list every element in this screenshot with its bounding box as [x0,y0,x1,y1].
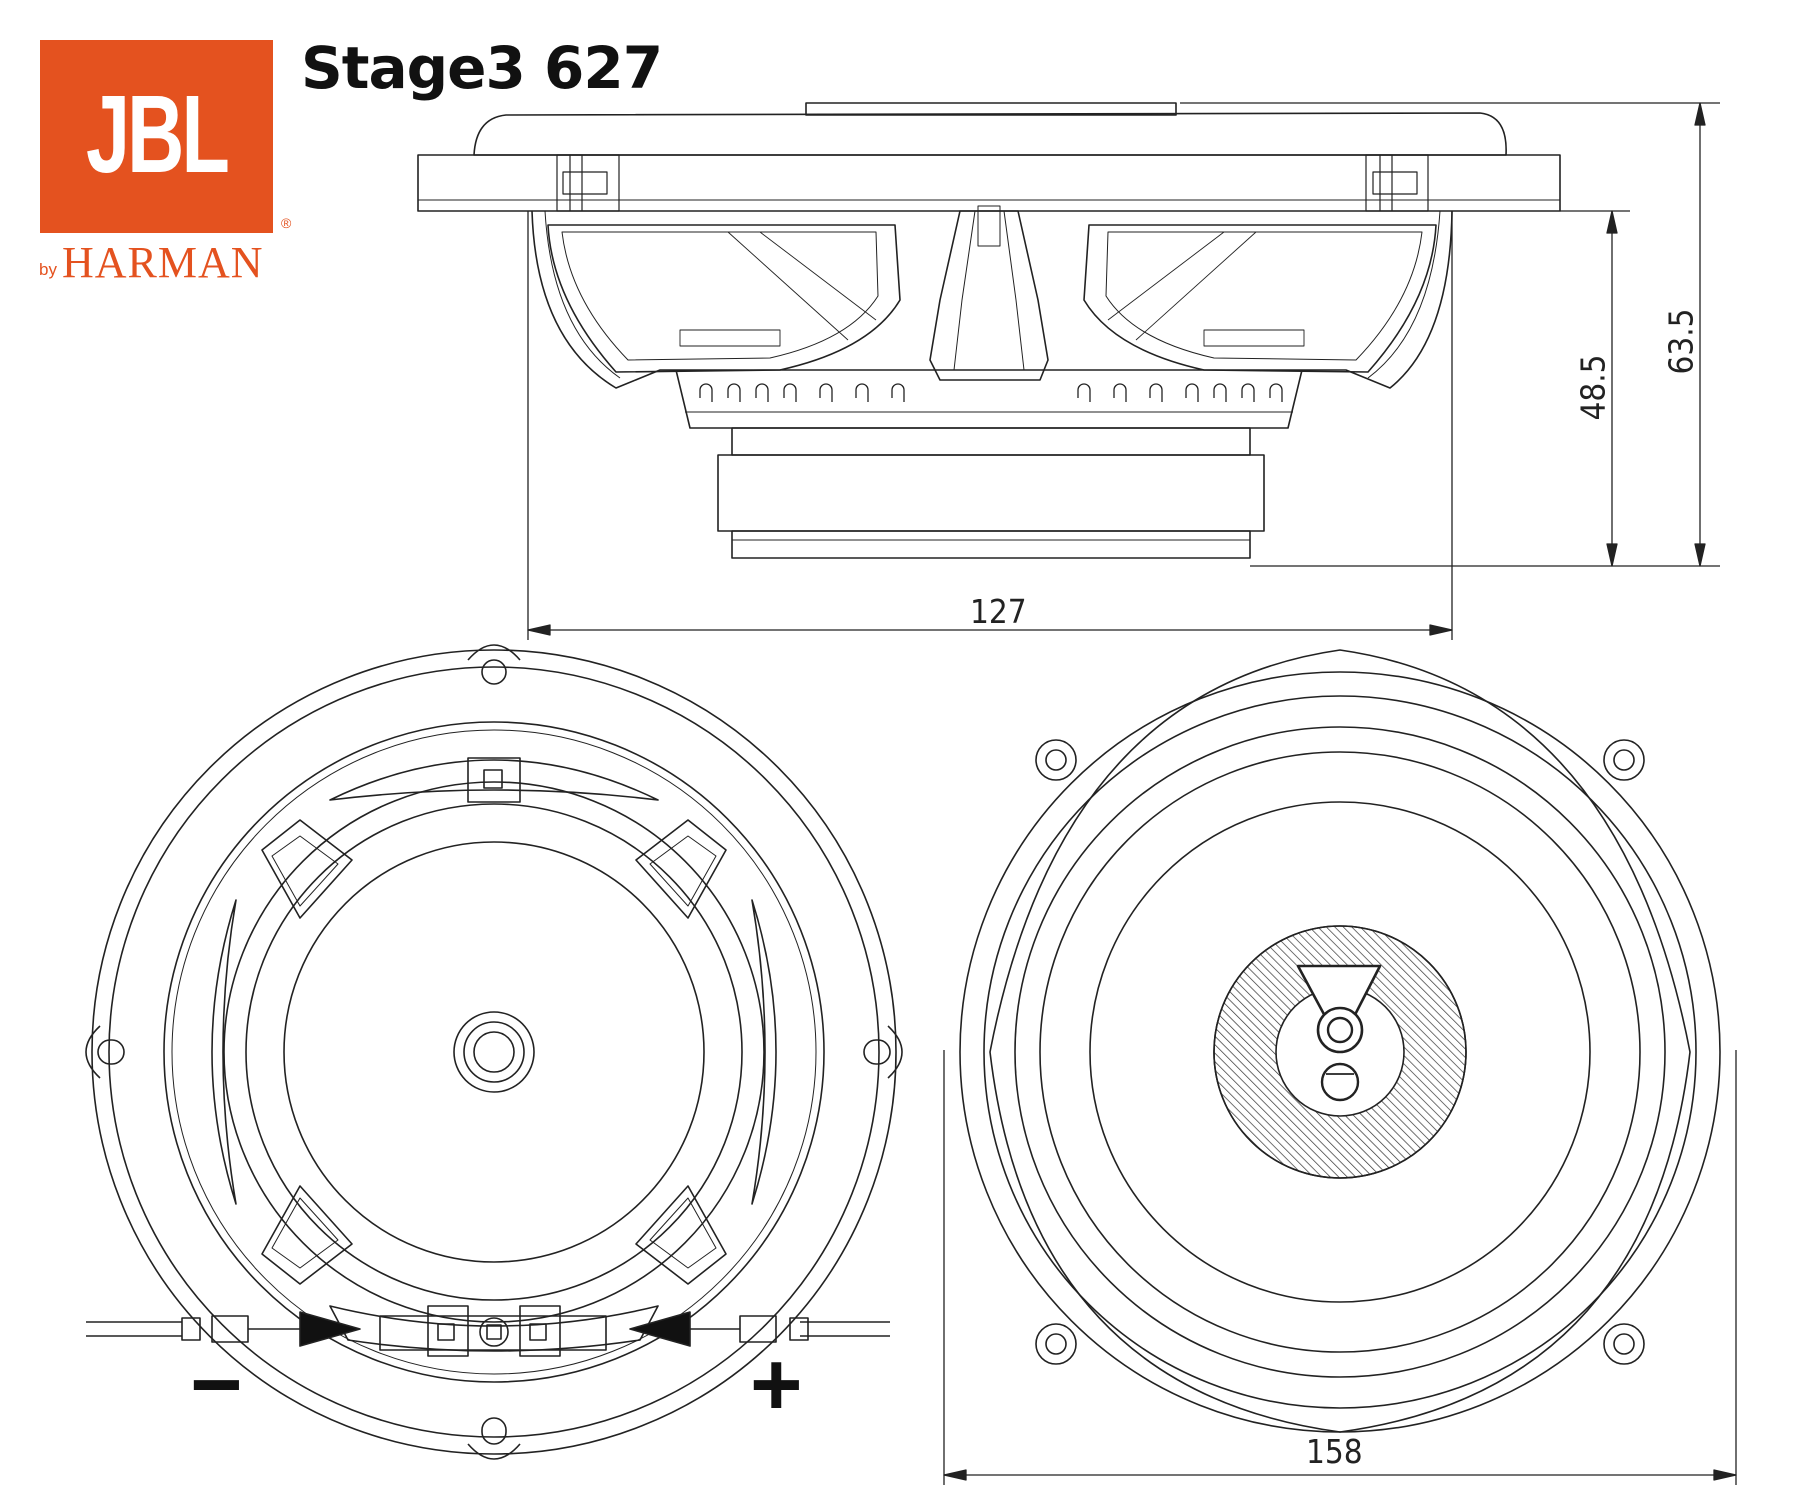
dimension-lines [527,102,1737,1485]
front-view [959,649,1721,1433]
jbl-logo: JBL [40,40,273,233]
rear-view [85,644,903,1460]
dimension-label-width: 127 [970,592,1027,631]
product-title: Stage3 627 [301,34,663,102]
negative-terminal-sign: − [190,1335,243,1435]
jbl-logo-text: JBL [86,73,230,196]
dimension-label-height: 63.5 [1661,308,1701,375]
side-profile-view [417,102,1561,559]
registered-mark: ® [281,215,292,231]
dimension-label-depth: 48.5 [1573,354,1613,421]
harman-logo-text: HARMAN [62,238,264,287]
by-text: by [39,260,57,279]
positive-terminal-sign: + [750,1335,803,1435]
dimension-label-diameter: 158 [1306,1432,1363,1471]
